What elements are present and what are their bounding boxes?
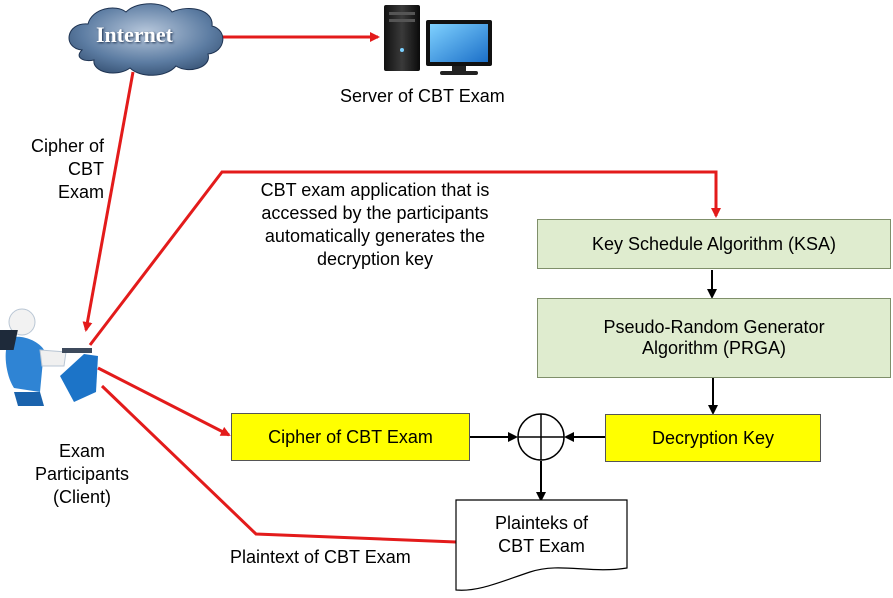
cipher-side-label: Cipher of CBT Exam <box>16 135 104 204</box>
internet-to-client-arrow <box>82 71 135 332</box>
ksa-label: Key Schedule Algorithm (KSA) <box>591 233 837 254</box>
plaintext-label: Plaintext of CBT Exam <box>230 547 411 567</box>
plaintext-document-text: Plainteks of CBT Exam <box>456 512 627 558</box>
server-computer-icon <box>384 5 492 75</box>
prga-box: Pseudo-Random Generator Algorithm (PRGA) <box>537 298 891 378</box>
cipher-side-line3: Exam <box>57 182 104 202</box>
client-to-ksa-arrow <box>88 170 721 346</box>
red-connectors <box>82 32 721 544</box>
plaintext-doc-line1: Plainteks of <box>494 513 589 533</box>
decryption-key-box: Decryption Key <box>605 414 821 462</box>
black-connectors <box>470 270 718 502</box>
cipher-box-label: Cipher of CBT Exam <box>268 426 433 447</box>
app-note-line1: CBT exam application that is <box>260 180 490 200</box>
xor-symbol <box>517 413 565 461</box>
participant-line3: (Client) <box>52 487 111 507</box>
internet-label: Internet <box>96 22 173 47</box>
app-note-line3: automatically generates the <box>264 226 486 246</box>
participant-line1: Exam <box>58 441 105 461</box>
prga-line1: Pseudo-Random Generator <box>603 317 825 337</box>
ksa-box: Key Schedule Algorithm (KSA) <box>537 219 891 269</box>
cipher-box: Cipher of CBT Exam <box>231 413 470 461</box>
decryption-key-label: Decryption Key <box>651 427 775 448</box>
app-note-line4: decryption key <box>316 249 434 269</box>
exam-participant-icon <box>0 308 98 406</box>
internet-cloud-icon <box>68 3 224 76</box>
server-label: Server of CBT Exam <box>340 86 505 106</box>
client-to-cipher-arrow <box>97 366 231 437</box>
prga-line2: Algorithm (PRGA) <box>641 338 787 358</box>
app-note: CBT exam application that is accessed by… <box>232 179 518 271</box>
cipher-side-line2: CBT <box>68 159 104 179</box>
plaintext-doc-line2: CBT Exam <box>498 536 585 556</box>
app-note-line2: accessed by the participants <box>261 203 489 223</box>
cipher-side-line1: Cipher of <box>30 136 104 156</box>
participant-line2: Participants <box>34 464 130 484</box>
client-to-plaintext-line <box>100 384 457 544</box>
participant-label: Exam Participants (Client) <box>30 440 134 509</box>
plaintext-document-shape <box>455 499 628 591</box>
